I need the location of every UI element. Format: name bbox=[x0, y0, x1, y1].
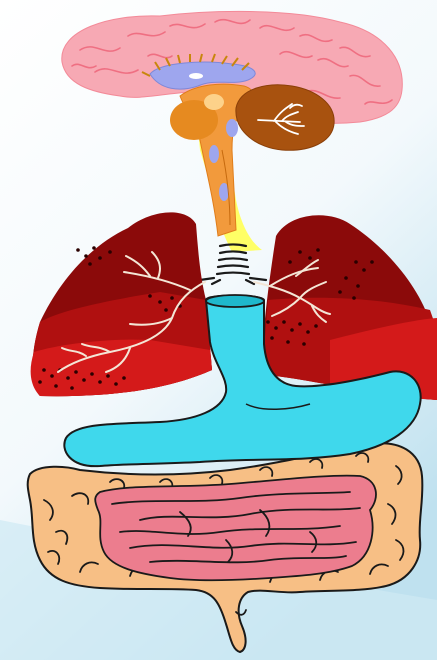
intestine-icon bbox=[95, 476, 376, 581]
